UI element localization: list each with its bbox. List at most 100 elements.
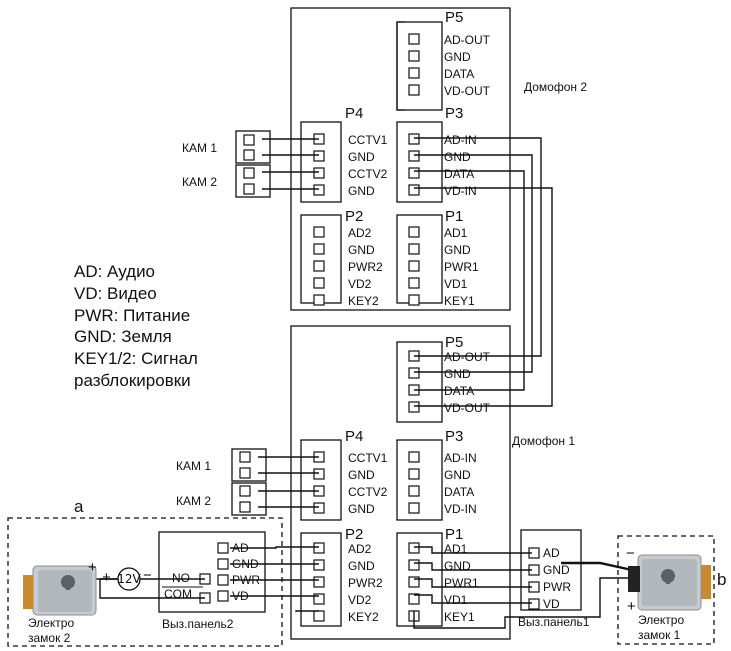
- unit2-p3-pin-label: VD-IN: [444, 184, 477, 198]
- svg-text:KEY1/2: Сигнал: KEY1/2: Сигнал: [74, 349, 198, 368]
- unit1-p4-pin-label: CCTV2: [348, 485, 388, 499]
- unit2-p2-pin-label: PWR2: [348, 260, 383, 274]
- unit1-p1-pin: [408, 559, 420, 571]
- unit1-p3-pin-label: DATA: [444, 485, 474, 499]
- lock2-line2: замок 2: [28, 631, 71, 645]
- panel1-pin-label: PWR: [543, 580, 571, 594]
- unit1-p4-pin-label: GND: [348, 468, 375, 482]
- wire-bus-data: [414, 170, 525, 391]
- wire-p2-ad: [230, 546, 319, 549]
- psu-minus: −: [143, 567, 152, 584]
- unit1-p1-pin-label: VD1: [444, 593, 468, 607]
- unit1-p1-pin: [408, 542, 420, 554]
- u1-cam2-box: [231, 482, 267, 516]
- unit2-p5-pin-label: DATA: [444, 67, 474, 81]
- unit1-p2-pin: [313, 610, 325, 622]
- panel2-pin: [217, 574, 229, 586]
- u1-cam1-box: [231, 448, 267, 482]
- unit2-p2-pin: [313, 226, 325, 238]
- unit2-p5-pin: [408, 50, 420, 62]
- unit1-p3-pin: [408, 502, 420, 514]
- u2-cam1-label: КАМ 1: [182, 141, 217, 155]
- unit2-p1-pin: [408, 226, 420, 238]
- legend: AD: Аудио VD: Видео PWR: Питание GND: Зе…: [74, 262, 198, 390]
- unit2-p1-pin-label: PWR1: [444, 260, 479, 274]
- lock1-line2: замок 1: [638, 628, 681, 642]
- unit2-p4-pin: [313, 167, 325, 179]
- u1-p1-frame: [396, 532, 443, 627]
- unit1-p4-pin-label: GND: [348, 502, 375, 516]
- panel1-label: Выз.панель1: [518, 615, 590, 629]
- unit2-p1-pin: [408, 243, 420, 255]
- intercom-1-box: [290, 325, 511, 640]
- unit1-p1-pin-label: PWR1: [444, 576, 479, 590]
- psu-plus: +: [102, 569, 111, 586]
- panel2-com: COM: [164, 587, 192, 601]
- unit2-p2-pin: [313, 277, 325, 289]
- unit2-p3-pin: [408, 150, 420, 162]
- lock1-minus: −: [626, 545, 635, 562]
- panel1-pin-label: AD: [543, 546, 560, 560]
- unit2-p1-pin-label: KEY1: [444, 294, 475, 308]
- unit1-p3-pin-label: VD-IN: [444, 502, 477, 516]
- unit1-p5-pin: [408, 367, 420, 379]
- panel2-pin: [217, 558, 229, 570]
- wire-lock1: [561, 561, 633, 572]
- camera-pin: [239, 467, 251, 479]
- unit1-p1-pin-label: AD1: [444, 542, 468, 556]
- u2-p2-name: P2: [345, 208, 363, 225]
- svg-text:VD: Видео: VD: Видео: [74, 284, 157, 303]
- unit2-p4-pin-label: GND: [348, 184, 375, 198]
- unit1-p3-pin: [408, 451, 420, 463]
- panel1-pin: [528, 598, 540, 610]
- unit2-p2-pin-label: GND: [348, 243, 375, 257]
- u1-p4-name: P4: [345, 428, 363, 445]
- unit2-p4-pin: [313, 184, 325, 196]
- unit1-p2-pin-label: VD2: [348, 593, 372, 607]
- u2-p3-frame: [396, 121, 443, 203]
- u1-p5-name: P5: [445, 334, 463, 351]
- psu-12v: 12V: [117, 567, 142, 591]
- unit1-p1-pin-label: KEY1: [444, 610, 475, 624]
- lock2-plus: +: [88, 559, 97, 576]
- u2-cam2-box: [235, 164, 271, 198]
- camera-pin: [239, 501, 251, 513]
- unit2-p3-pin-label: AD-IN: [444, 133, 477, 147]
- unit2-p5-pin: [408, 33, 420, 45]
- unit1-p2-pin-label: KEY2: [348, 610, 379, 624]
- unit2-p4-pin-label: GND: [348, 150, 375, 164]
- camera-pin: [239, 451, 251, 463]
- unit2-p5-pin-label: GND: [444, 50, 471, 64]
- unit1-p2-pin: [313, 576, 325, 588]
- unit1-p2-pin-label: PWR2: [348, 576, 383, 590]
- unit2-p3-pin-label: GND: [444, 150, 471, 164]
- unit1-p4-pin: [313, 502, 325, 514]
- unit1-p1-pin: [408, 593, 420, 605]
- svg-text:12V: 12V: [117, 572, 141, 586]
- wire-p1-vd: [414, 594, 532, 604]
- lock1-plus: +: [627, 598, 636, 615]
- panel2-pin: [217, 542, 229, 554]
- unit2-p1-pin: [408, 260, 420, 272]
- unit1-p1-pin: [408, 576, 420, 588]
- unit1-p5-pin-label: AD-OUT: [444, 350, 491, 364]
- unit1-p4-pin: [313, 468, 325, 480]
- unit1-p3-pin-label: AD-IN: [444, 451, 477, 465]
- unit2-p1-pin: [408, 294, 420, 306]
- tag-a: a: [74, 497, 84, 516]
- panel2-pin: [217, 590, 229, 602]
- panel2-pin-label: VD: [232, 589, 249, 603]
- svg-text:PWR: Питание: PWR: Питание: [74, 306, 190, 325]
- unit1-p3-pin: [408, 468, 420, 480]
- tag-b: b: [717, 570, 726, 589]
- unit2-p2-pin: [313, 243, 325, 255]
- unit2-p5-pin: [408, 67, 420, 79]
- unit2-p1-pin-label: VD1: [444, 277, 468, 291]
- unit1-p4-pin-label: CCTV1: [348, 451, 388, 465]
- wire-key2: [295, 610, 319, 612]
- unit1-p2-pin: [313, 559, 325, 571]
- unit2-p2-pin-label: KEY2: [348, 294, 379, 308]
- camera-pin: [239, 485, 251, 497]
- unit1-p2-pin-label: AD2: [348, 542, 372, 556]
- unit2-p5-pin: [408, 84, 420, 96]
